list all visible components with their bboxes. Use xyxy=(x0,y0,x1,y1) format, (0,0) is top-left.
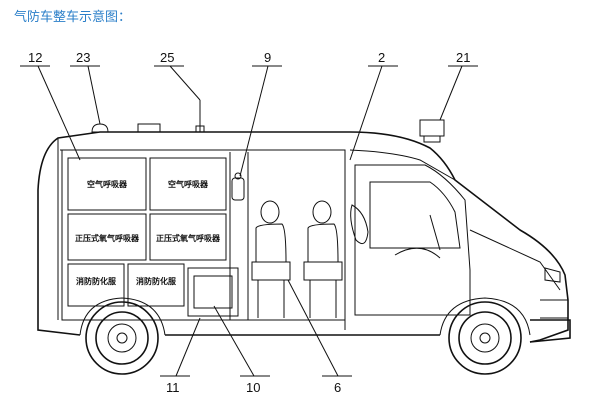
callout-12: 12 xyxy=(28,50,42,65)
callout-9: 9 xyxy=(264,50,271,65)
diagram-caption: 气防车整车示意图： xyxy=(14,10,132,25)
callout-25: 25 xyxy=(160,50,174,65)
cabinet-cell xyxy=(127,263,185,307)
label-air-breather-2: 空气呼吸器 xyxy=(168,179,209,189)
vehicle-body xyxy=(37,131,571,343)
callout-23: 23 xyxy=(76,50,90,65)
label-suit-1: 消防防化服 xyxy=(76,276,117,286)
cabinet-cell xyxy=(67,157,147,211)
callout-2: 2 xyxy=(378,50,385,65)
rear-wheel xyxy=(79,297,166,375)
seats xyxy=(251,200,343,318)
leader-lines xyxy=(20,65,478,377)
label-suit-2: 消防防化服 xyxy=(136,276,177,286)
front-wheel xyxy=(439,297,531,375)
cabinet-cell xyxy=(149,157,227,211)
roof-equipment xyxy=(91,100,445,143)
label-positive-pressure-2: 正压式氧气呼吸器 xyxy=(156,233,221,243)
cabinet-cell xyxy=(67,213,147,261)
roof-lamp-23 xyxy=(91,123,109,133)
callout-6: 6 xyxy=(334,380,341,395)
extinguisher xyxy=(231,172,245,201)
cabinet-cell xyxy=(149,213,227,261)
label-air-breather-1: 空气呼吸器 xyxy=(87,179,128,189)
callout-11: 11 xyxy=(166,380,180,395)
storage-cabinet xyxy=(67,152,249,320)
label-positive-pressure-1: 正压式氧气呼吸器 xyxy=(75,233,140,243)
cabinet-cell-10 xyxy=(187,267,239,317)
callout-21: 21 xyxy=(456,50,470,65)
callout-10: 10 xyxy=(246,380,260,395)
beacon-21 xyxy=(419,119,445,137)
